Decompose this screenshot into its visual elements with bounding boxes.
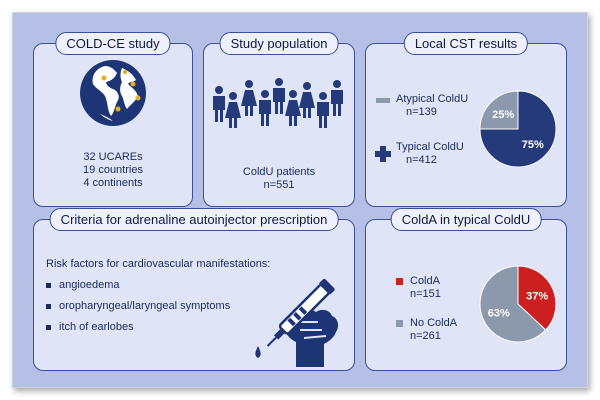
nocolda-count: n=261 (410, 330, 441, 342)
person-icon (273, 78, 285, 114)
risk-heading: Risk factors for cardiovascular manifest… (46, 258, 271, 270)
person-icon (331, 80, 343, 116)
atypical-label: Atypical ColdU (396, 93, 469, 105)
person-icon (285, 90, 301, 126)
risk-item-text: itch of earlobes (59, 321, 134, 333)
cst-pie-chart: 75% 25% (479, 90, 557, 168)
nocolda-legend-swatch (396, 320, 403, 327)
study-title: COLD-CE study (55, 32, 171, 55)
pie-slice-colda (517, 265, 557, 331)
minus-icon (376, 98, 390, 103)
pie-slice-label: 75% (522, 139, 544, 151)
risk-item-earlobes: itch of earlobes (46, 321, 134, 334)
autoinjector-hand-icon (255, 278, 339, 367)
plus-icon (375, 146, 391, 162)
typical-label: Typical ColdU (396, 141, 464, 153)
person-icon (299, 82, 315, 118)
person-icon (317, 92, 329, 128)
criteria-title: Criteria for adrenaline autoinjector pre… (49, 208, 339, 231)
study-continents: 4 continents (83, 177, 143, 189)
cst-title: Local CST results (403, 32, 529, 55)
person-icon (241, 80, 257, 116)
risk-item-angioedema: angioedema (46, 279, 120, 292)
centre-marker (130, 81, 136, 87)
colda-count: n=151 (410, 288, 441, 300)
population-label: ColdU patients (242, 166, 316, 178)
infographic-frame: COLD-CE study 32 UCAREs 19 countries 4 c… (12, 12, 588, 388)
population-count: n=551 (263, 179, 295, 191)
population-title: Study population (219, 32, 339, 55)
atypical-count: n=139 (406, 106, 437, 118)
centre-marker (101, 75, 107, 81)
study-centres: 32 UCAREs (83, 151, 143, 163)
globe-icon (80, 60, 146, 126)
person-icon (225, 92, 241, 128)
risk-item-oropharyngeal: oropharyngeal/laryngeal symptoms (46, 300, 230, 313)
risk-item-text: angioedema (59, 279, 120, 291)
person-icon (213, 86, 225, 122)
study-panel: COLD-CE study 32 UCAREs 19 countries 4 c… (33, 32, 193, 207)
typical-count: n=412 (406, 154, 437, 166)
pie-slice-label: 25% (492, 109, 514, 121)
colda-pie-chart: 37% 63% (479, 265, 557, 343)
pie-slice-typical-coldu (479, 90, 557, 168)
pie-slice-label: 63% (488, 307, 510, 319)
colda-panel: ColdA in typical ColdU ColdA n=151 No Co… (365, 208, 567, 371)
centre-marker (135, 95, 141, 101)
study-countries: 19 countries (83, 164, 143, 176)
pie-slice-atypical-coldu (479, 90, 519, 130)
nocolda-label: No ColdA (410, 317, 458, 329)
risk-item-text: oropharyngeal/laryngeal symptoms (59, 300, 231, 312)
pie-slice-label: 37% (526, 291, 548, 303)
bullet (46, 303, 51, 309)
person-icon (259, 90, 271, 126)
colda-label: ColdA (410, 275, 440, 287)
bullet (46, 324, 51, 330)
cst-panel: Local CST results Atypical ColdU n=139 T… (365, 32, 567, 207)
patients-group-icon (213, 78, 343, 128)
colda-legend-swatch (396, 278, 403, 285)
pie-slice-no-colda (479, 265, 547, 343)
bullet (46, 282, 51, 288)
population-panel: Study population ColdU patients n=551 (203, 32, 355, 207)
centre-marker (115, 106, 121, 112)
criteria-panel: Criteria for adrenaline autoinjector pre… (33, 208, 355, 371)
centre-marker (122, 69, 128, 75)
colda-title: ColdA in typical ColdU (390, 208, 542, 231)
